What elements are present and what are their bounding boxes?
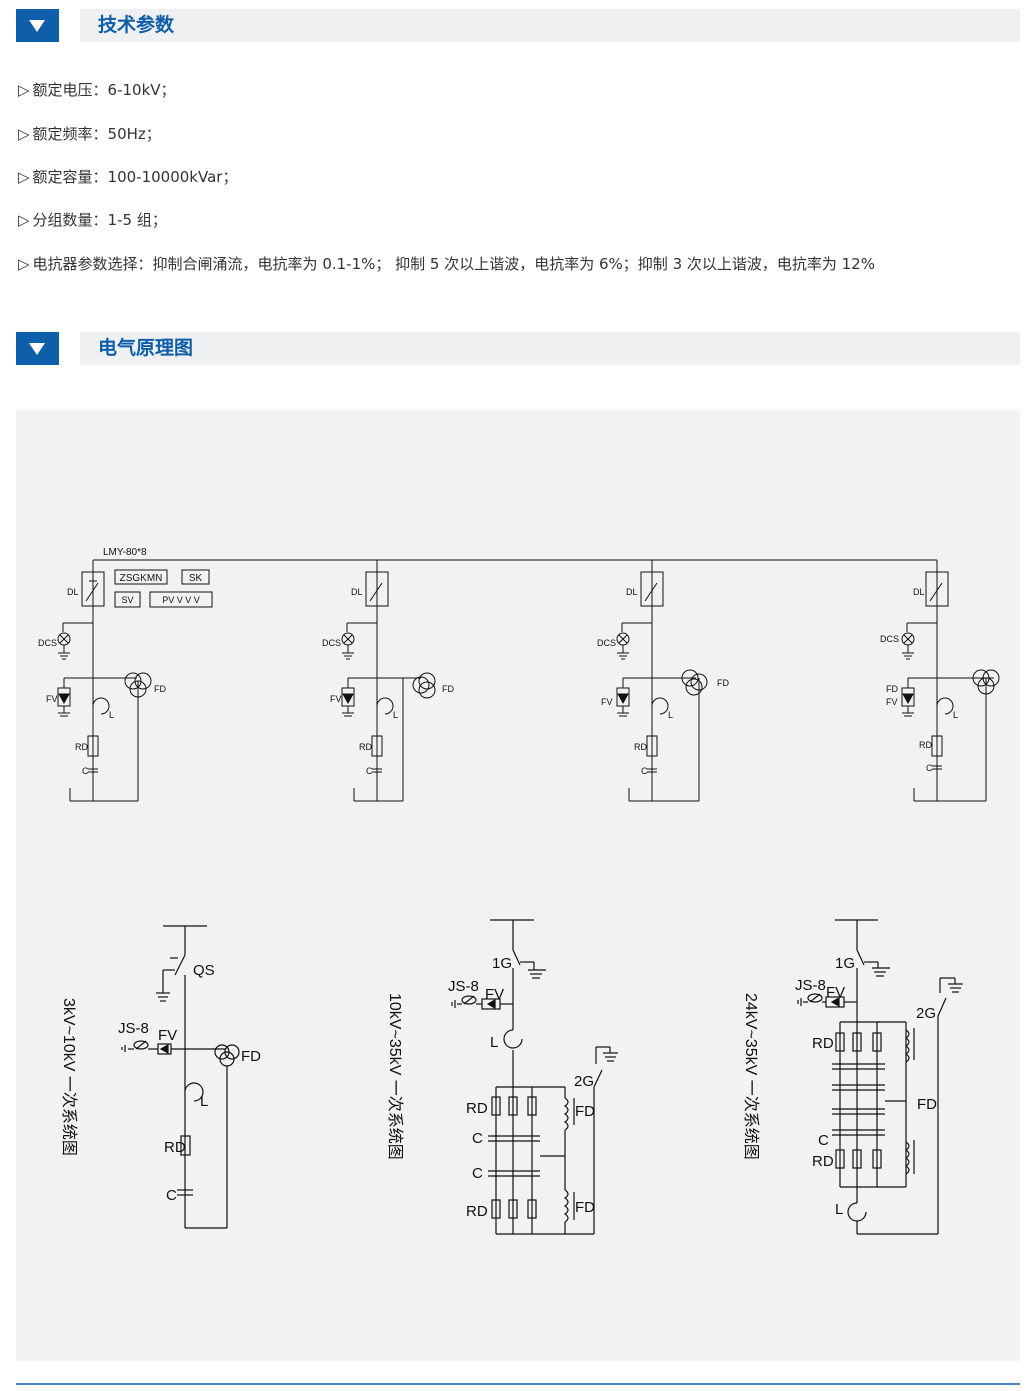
svg-text:JS-8: JS-8 — [795, 977, 826, 994]
system-diagram-24-35kv: 24kV~35kV 一次系统图 1G JS-8 FV RD C RD — [742, 919, 963, 1235]
svg-text:RD: RD — [812, 1035, 834, 1052]
svg-text:C: C — [82, 766, 89, 776]
svg-text:L: L — [200, 1093, 208, 1110]
svg-text:L: L — [668, 710, 673, 720]
svg-text:C: C — [818, 1132, 829, 1149]
svg-text:FV: FV — [330, 694, 342, 704]
control-boxes: ZSGKMN SK SV PV V V V — [114, 569, 213, 608]
param-item: ▷额定频率：50Hz； — [18, 125, 161, 143]
svg-text:FD: FD — [241, 1048, 261, 1065]
svg-text:DCS: DCS — [38, 638, 57, 648]
svg-text:RD: RD — [919, 740, 932, 750]
schematic-panel: LMY-80*8 ZSGKMN SK SV PV V V V DL DCS FV — [16, 410, 1020, 1361]
section-triangle-icon — [16, 332, 59, 365]
svg-text:DL: DL — [626, 587, 638, 597]
box-label: PV V V V — [162, 595, 200, 605]
svg-text:DCS: DCS — [322, 638, 341, 648]
section-title: 技术参数 — [98, 14, 175, 36]
svg-text:L: L — [953, 710, 958, 720]
svg-text:RD: RD — [164, 1139, 186, 1156]
svg-text:RD: RD — [359, 742, 372, 752]
svg-text:1G: 1G — [492, 955, 512, 972]
system-diagram-3-10kv: 3kV~10kV 一次系统图 QS JS-8 FV FD L RD C — [60, 925, 261, 1229]
svg-text:FD: FD — [717, 678, 729, 688]
svg-text:FD: FD — [575, 1103, 595, 1120]
svg-text:FD: FD — [442, 684, 454, 694]
svg-text:C: C — [366, 766, 373, 776]
svg-text:FV: FV — [886, 697, 898, 707]
svg-text:C: C — [641, 766, 648, 776]
triangle-right-icon: ▷ — [18, 168, 30, 186]
box-label: ZSGKMN — [120, 573, 163, 584]
triangle-right-icon: ▷ — [18, 125, 30, 143]
svg-text:FD: FD — [917, 1096, 937, 1113]
svg-text:DL: DL — [913, 587, 925, 597]
triangle-right-icon: ▷ — [18, 211, 30, 229]
svg-text:L: L — [835, 1201, 843, 1218]
branch-3: DL DCS FV FD L RD C — [597, 560, 729, 802]
branch-2: DL DCS FV FD L RD C — [322, 560, 454, 802]
svg-text:C: C — [926, 763, 933, 773]
svg-text:FD: FD — [886, 684, 898, 694]
svg-text:FV: FV — [158, 1027, 177, 1044]
svg-text:JS-8: JS-8 — [448, 978, 479, 995]
svg-text:FV: FV — [46, 694, 58, 704]
svg-text:RD: RD — [466, 1100, 488, 1117]
param-item: ▷电抗器参数选择：抑制合闸涌流，电抗率为 0.1-1%； 抑制 5 次以上谐波，… — [18, 255, 875, 273]
section-header-schematic: 电气原理图 — [16, 332, 1020, 365]
svg-text:DL: DL — [67, 587, 79, 597]
section-header-tech-params: 技术参数 — [16, 9, 1020, 42]
svg-text:L: L — [393, 710, 398, 720]
svg-text:FV: FV — [826, 984, 845, 1001]
box-label: SK — [189, 573, 203, 584]
svg-text:DL: DL — [351, 587, 363, 597]
svg-text:C: C — [472, 1130, 483, 1147]
triangle-right-icon: ▷ — [18, 255, 30, 273]
svg-text:FD: FD — [575, 1199, 595, 1216]
svg-text:JS-8: JS-8 — [118, 1020, 149, 1037]
svg-text:1G: 1G — [835, 955, 855, 972]
system-diagram-10-35kv: 10kV~35kV 一次系统图 1G JS-8 FV L RD C C RD — [386, 919, 618, 1235]
svg-text:FV: FV — [601, 697, 613, 707]
svg-text:C: C — [166, 1187, 177, 1204]
bus-label: LMY-80*8 — [103, 547, 147, 558]
param-item: ▷分组数量：1-5 组； — [18, 211, 167, 229]
svg-text:QS: QS — [193, 962, 215, 979]
section-triangle-icon — [16, 9, 59, 42]
caption: 24kV~35kV 一次系统图 — [742, 993, 760, 1160]
svg-text:RD: RD — [466, 1203, 488, 1220]
triangle-right-icon: ▷ — [18, 81, 30, 99]
caption: 10kV~35kV 一次系统图 — [386, 993, 404, 1160]
branch-4: DL DCS FD FV L RD C — [880, 560, 1000, 802]
svg-text:C: C — [472, 1165, 483, 1182]
svg-text:FD: FD — [154, 684, 166, 694]
param-item: ▷额定容量：100-10000kVar； — [18, 168, 238, 186]
schematic-drawing: LMY-80*8 ZSGKMN SK SV PV V V V DL DCS FV — [38, 547, 1000, 1235]
svg-text:RD: RD — [634, 742, 647, 752]
caption: 3kV~10kV 一次系统图 — [60, 998, 78, 1156]
svg-text:L: L — [109, 710, 114, 720]
svg-text:DCS: DCS — [880, 634, 899, 644]
branch-1: DL DCS FV FD L RD C — [38, 560, 166, 802]
svg-text:RD: RD — [75, 742, 88, 752]
svg-text:2G: 2G — [574, 1073, 594, 1090]
svg-text:RD: RD — [812, 1153, 834, 1170]
section-title: 电气原理图 — [98, 337, 194, 359]
svg-text:L: L — [490, 1034, 498, 1051]
svg-text:2G: 2G — [916, 1005, 936, 1022]
box-label: SV — [121, 595, 133, 605]
svg-text:DCS: DCS — [597, 638, 616, 648]
param-item: ▷额定电压：6-10kV； — [18, 81, 176, 99]
footer-divider — [16, 1383, 1020, 1385]
